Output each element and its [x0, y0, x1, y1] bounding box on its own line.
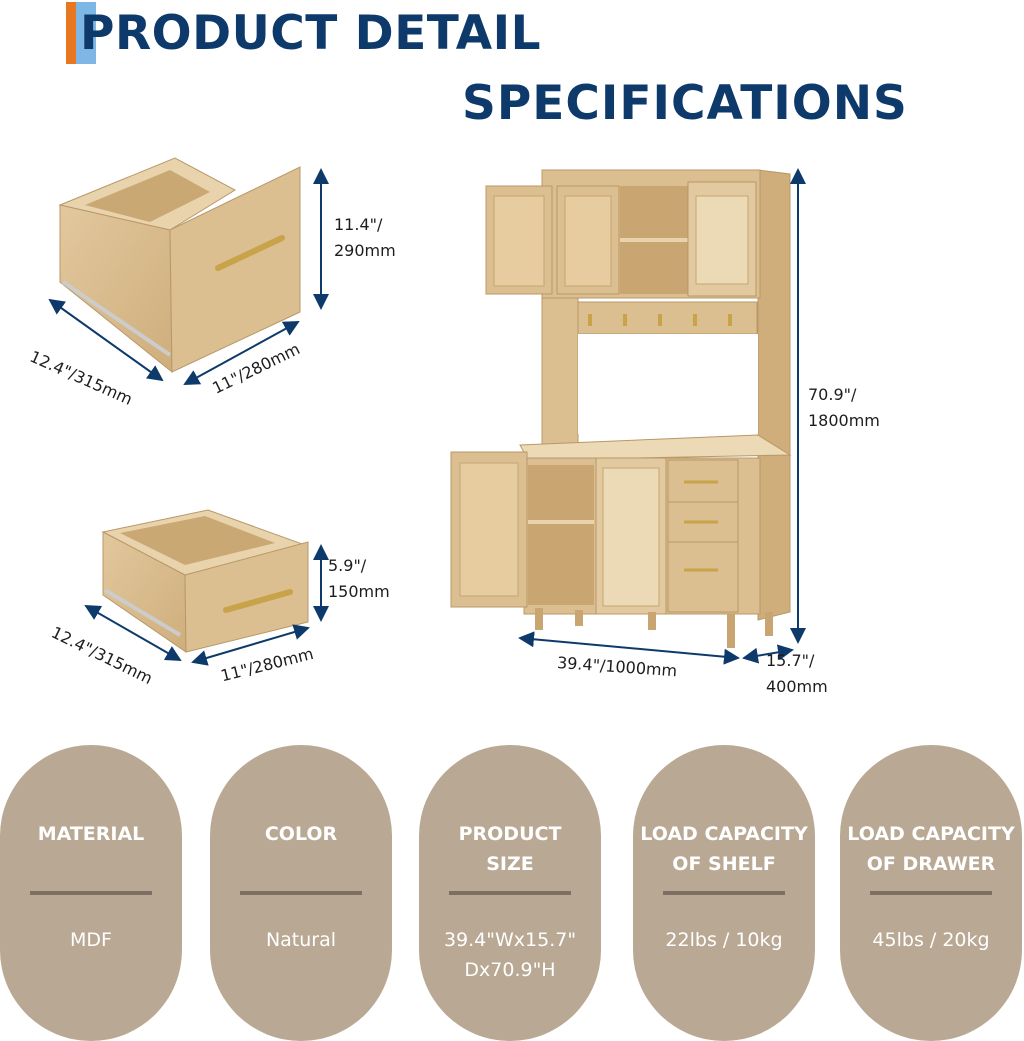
cabinet-height-in: 70.9"/ — [808, 385, 857, 404]
spec-label: MATERIAL — [37, 823, 145, 845]
cabinet-drawing — [450, 169, 792, 648]
spec-card-color: COLOR Natural — [210, 745, 392, 1041]
spec-label: PRODUCT SIZE — [458, 823, 562, 875]
small-drawer-height-label: 5.9"/ 150mm — [328, 553, 390, 605]
large-drawer-height-in: 11.4"/ — [334, 215, 383, 234]
spec-divider — [449, 891, 571, 895]
page-title: PRODUCT DETAIL — [80, 6, 542, 61]
cabinet-depth-mm: 400mm — [766, 677, 828, 696]
large-drawer-depth-arrow — [48, 298, 164, 382]
small-drawer-depth-arrow — [84, 605, 182, 661]
cabinet-height-label: 70.9"/ 1800mm — [808, 382, 880, 434]
small-drawer-height-in: 5.9"/ — [328, 556, 367, 575]
section-title: SPECIFICATIONS — [462, 76, 908, 131]
cabinet-depth-label: 15.7"/ 400mm — [766, 648, 828, 700]
spec-value: MDF — [70, 929, 112, 951]
spec-card-drawer-capacity: LOAD CAPACITY OF DRAWER 45lbs / 20kg — [840, 745, 1022, 1041]
spec-divider — [663, 891, 785, 895]
small-drawer-height-mm: 150mm — [328, 582, 390, 601]
spec-value: Natural — [265, 929, 337, 951]
title-accent-bar — [66, 2, 96, 64]
spec-divider — [870, 891, 992, 895]
spec-divider — [30, 891, 152, 895]
spec-label: LOAD CAPACITY OF DRAWER — [847, 823, 1015, 875]
spec-label: COLOR — [264, 823, 338, 845]
spec-value: 45lbs / 20kg — [872, 929, 990, 951]
small-drawer-drawing — [101, 509, 309, 653]
spec-value: 39.4"Wx15.7" Dx70.9"H — [443, 929, 577, 981]
blue-accent — [76, 2, 96, 64]
cabinet-height-mm: 1800mm — [808, 411, 880, 430]
spec-value: 22lbs / 10kg — [665, 929, 783, 951]
small-drawer-width-arrow — [191, 624, 310, 666]
cabinet-depth-arrow — [742, 644, 794, 664]
cabinet-width-arrow — [518, 631, 740, 665]
spec-divider — [240, 891, 362, 895]
spec-label: LOAD CAPACITY OF SHELF — [640, 823, 808, 875]
product-illustration — [48, 157, 806, 666]
large-drawer-height-mm: 290mm — [334, 241, 396, 260]
large-drawer-width-arrow — [183, 321, 300, 385]
spec-card-material: MATERIAL MDF — [0, 745, 182, 1041]
cabinet-depth-in: 15.7"/ — [766, 651, 815, 670]
spec-card-shelf-capacity: LOAD CAPACITY OF SHELF 22lbs / 10kg — [633, 745, 815, 1041]
orange-accent — [66, 2, 76, 64]
spec-cards: MATERIAL MDF COLOR Natural PRODUCT SIZE … — [0, 745, 1024, 1041]
spec-card-product-size: PRODUCT SIZE 39.4"Wx15.7" Dx70.9"H — [419, 745, 601, 1041]
large-drawer-height-label: 11.4"/ 290mm — [334, 212, 396, 264]
